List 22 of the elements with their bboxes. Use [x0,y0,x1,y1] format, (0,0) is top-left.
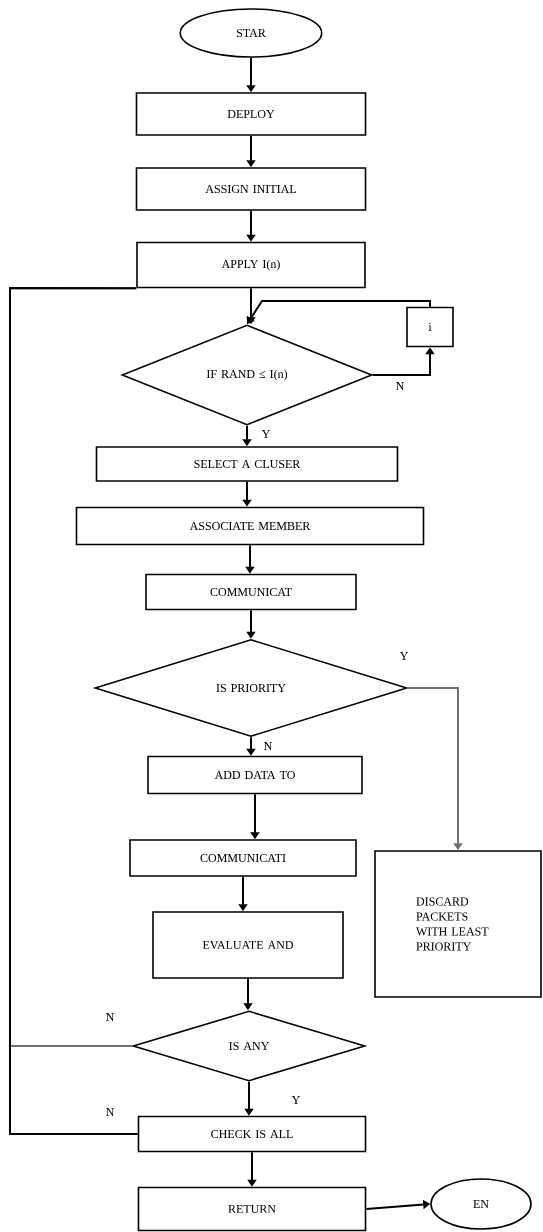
process-box: EVALUATE AND [152,911,344,979]
process-box: ASSOCIATE MEMBER [75,506,425,546]
edge-label: N [104,1012,116,1022]
process-box: RETURN [137,1186,367,1232]
process-box: APPLY I(n) [136,241,366,289]
terminal-oval: STAR [179,8,323,58]
terminal-oval: EN [430,1178,532,1230]
process-box: ASSIGN INITIAL [135,167,367,211]
edge-label: Y [290,1095,302,1105]
edge-label: N [394,381,406,391]
process-box: CHECK IS ALL [137,1115,367,1153]
process-box: SELECT A CLUSER [95,446,399,482]
edge-label: Y [260,429,272,439]
edge-label: Y [398,651,410,661]
process-box: DISCARD PACKETS WITH LEAST PRIORITY [374,850,542,998]
process-box: DEPLOY [135,92,367,136]
process-box: COMMUNICAT [145,573,357,611]
process-box: COMMUNICATI [129,839,357,877]
edge-label: N [104,1107,116,1117]
edge-label: N [262,741,274,751]
process-box: i [406,306,454,348]
process-box: ADD DATA TO [147,755,363,795]
